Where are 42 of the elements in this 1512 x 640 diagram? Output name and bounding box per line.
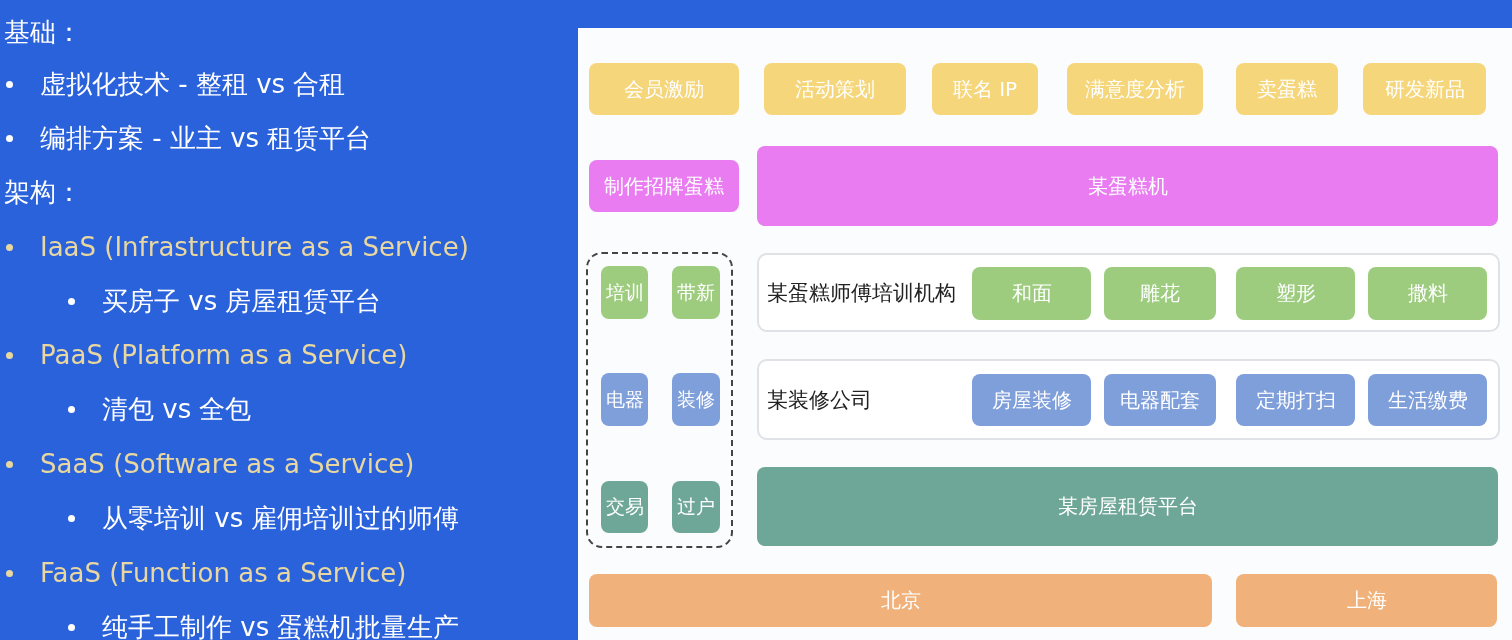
feature-box: 活动策划 [764, 63, 906, 115]
bullet-text: SaaS (Software as a Service) [40, 449, 415, 479]
bullet-text: 从零培训 vs 雇佣培训过的师傅 [102, 503, 460, 533]
skill-box: 培训 [601, 266, 648, 319]
service-box: 电器配套 [1104, 374, 1216, 426]
bullet-text: 纯手工制作 vs 蛋糕机批量生产 [102, 612, 460, 640]
provider-panel [757, 359, 1500, 440]
service-box: 装修 [672, 373, 720, 426]
machine-box: 某蛋糕机 [757, 146, 1498, 226]
provider-title: 某装修公司 [767, 386, 872, 414]
feature-box: 卖蛋糕 [1236, 63, 1338, 115]
provider-panel [757, 253, 1500, 332]
skill-box: 撒料 [1368, 267, 1487, 320]
skill-box: 带新 [672, 266, 720, 319]
service-box: 生活缴费 [1368, 374, 1487, 426]
feature-box: 联名 IP [932, 63, 1038, 115]
bullet-text: PaaS (Platform as a Service) [40, 340, 408, 370]
service-box: 房屋装修 [972, 374, 1091, 426]
bullet-text: 清包 vs 全包 [102, 394, 252, 424]
skill-box: 雕花 [1104, 267, 1216, 320]
platform-box: 某房屋租赁平台 [757, 467, 1498, 546]
platform-box: 过户 [672, 481, 720, 533]
machine-box: 制作招牌蛋糕 [589, 160, 739, 212]
section-heading: 基础： [4, 17, 82, 47]
bullet-text: 虚拟化技术 - 整租 vs 合租 [40, 69, 346, 99]
feature-box: 研发新品 [1363, 63, 1486, 115]
service-box: 定期打扫 [1236, 374, 1355, 426]
service-box: 电器 [601, 373, 648, 426]
bullet-text: FaaS (Function as a Service) [40, 558, 407, 588]
platform-box: 交易 [601, 481, 648, 533]
provider-title: 某蛋糕师傅培训机构 [767, 279, 956, 307]
dashed-group-box [586, 252, 733, 548]
feature-box: 满意度分析 [1067, 63, 1203, 115]
skill-box: 和面 [972, 267, 1091, 320]
feature-box: 会员激励 [589, 63, 739, 115]
bullet-text: IaaS (Infrastructure as a Service) [40, 232, 469, 262]
bullet-text: 买房子 vs 房屋租赁平台 [102, 286, 382, 316]
region-bar: 上海 [1236, 574, 1497, 627]
skill-box: 塑形 [1236, 267, 1355, 320]
region-bar: 北京 [589, 574, 1212, 627]
section-heading: 架构： [4, 177, 82, 207]
bullet-text: 编排方案 - 业主 vs 租赁平台 [40, 123, 372, 153]
